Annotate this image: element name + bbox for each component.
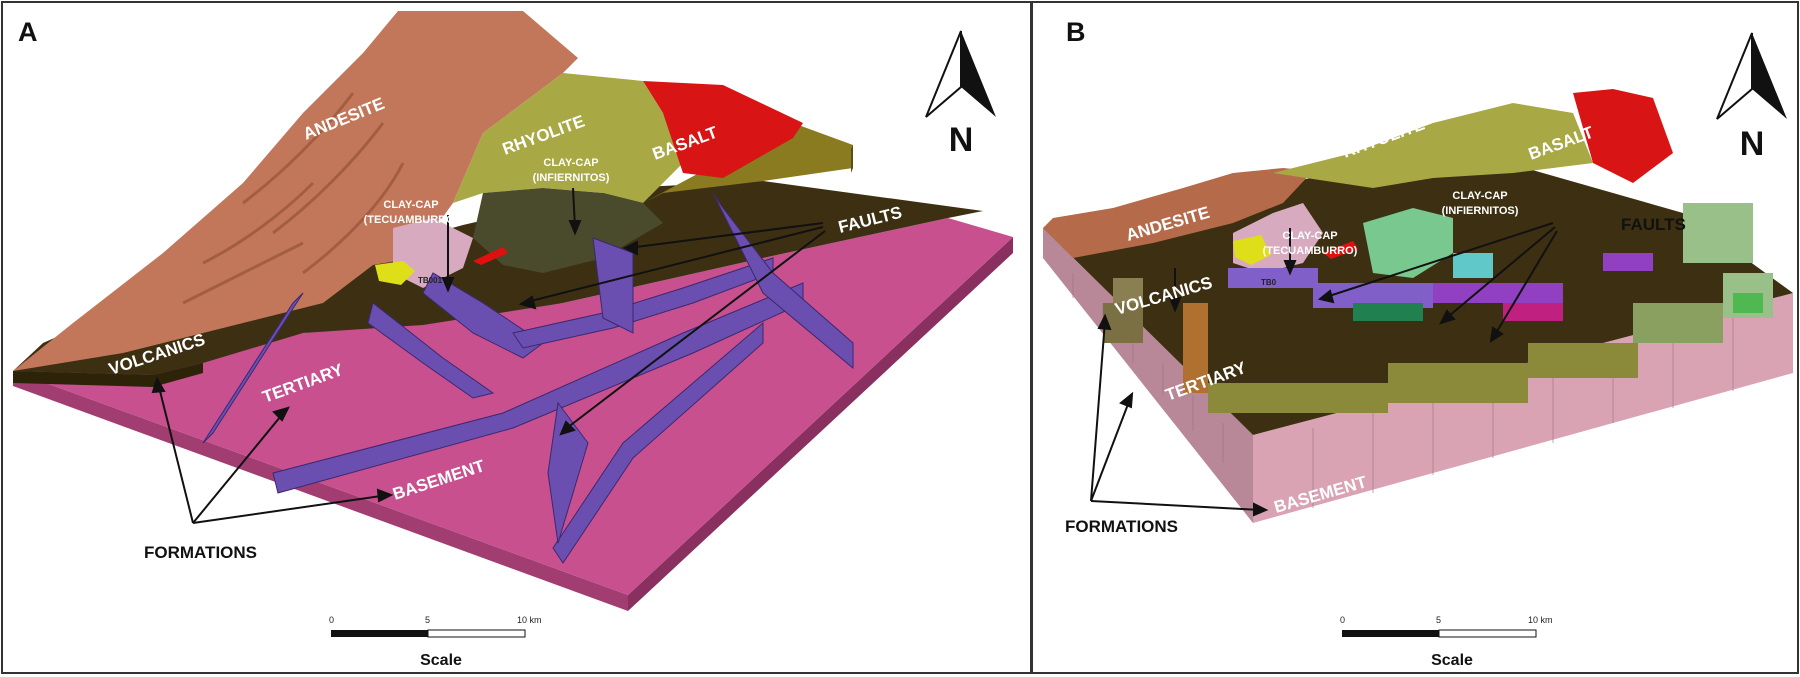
scale-tick-5: 5 [1436, 615, 1441, 625]
voxel-block [1208, 383, 1388, 413]
panel-a-scene: ANDESITE RHYOLITE BASALT VOLCANICS TERTI… [13, 11, 1013, 669]
fault-plane [367, 302, 495, 399]
scale-bar [1342, 629, 1537, 638]
label-claycap-tecuamburro: CLAY-CAP [1282, 230, 1337, 242]
andesite-ridges [182, 92, 405, 305]
label-faults: FAULTS [1621, 215, 1686, 234]
volcanics-surface [13, 181, 983, 375]
voxel-block [1103, 303, 1143, 343]
basement-front-face [13, 371, 628, 611]
panel-letter: B [1066, 17, 1086, 47]
scale-tick-10: 10 km [1528, 615, 1553, 625]
panel-letter: A [18, 17, 38, 47]
claycap-infiernitos-zone [1363, 208, 1453, 278]
annotation-arrows [151, 187, 826, 524]
label-claycap-infiernitos: CLAY-CAP [543, 157, 598, 169]
north-label: N [1740, 125, 1765, 163]
label-well: TB001 [418, 276, 443, 285]
red-marker [1323, 241, 1358, 259]
andesite-surface [13, 11, 578, 371]
voxel-block [1228, 268, 1318, 288]
fault-plane [592, 237, 634, 334]
label-claycap-tecuamburro-sub: (TECUAMBURRO) [364, 214, 459, 226]
scale-title: Scale [1431, 652, 1473, 669]
fault-plane [712, 192, 854, 370]
yellow-cap [1233, 235, 1271, 265]
basement-front-face [1043, 228, 1253, 523]
label-claycap-tecuamburro: CLAY-CAP [383, 199, 438, 211]
basalt-surface [1573, 89, 1673, 183]
label-claycap-infiernitos-sub: (INFIERNITOS) [533, 172, 610, 184]
terrace-side [851, 145, 853, 173]
label-formations: FORMATIONS [1065, 517, 1178, 536]
label-claycap-infiernitos-sub: (INFIERNITOS) [1442, 205, 1519, 217]
voxel-block [1183, 303, 1208, 393]
scale-tick-0: 0 [329, 615, 334, 625]
voxel-block [1503, 303, 1563, 321]
label-formations: FORMATIONS [144, 543, 257, 562]
voxel-block [1633, 303, 1723, 343]
label-claycap-infiernitos: CLAY-CAP [1452, 190, 1507, 202]
fault-planes [202, 192, 854, 564]
voxel-block [1603, 253, 1653, 271]
voxel-block [1683, 203, 1753, 263]
panel-a: ANDESITE RHYOLITE BASALT VOLCANICS TERTI… [1, 1, 1032, 674]
voxel-block [1733, 293, 1763, 313]
annotation-arrows [1090, 222, 1558, 517]
scale-tick-10: 10 km [517, 615, 542, 625]
fault-plane [552, 321, 764, 564]
north-arrow-icon [1716, 32, 1787, 120]
voxel-block [1353, 303, 1423, 321]
rhyolite-surface [453, 73, 683, 203]
basement-right-face [1253, 293, 1793, 523]
scale-title: Scale [420, 652, 462, 669]
scale-tick-0: 0 [1340, 615, 1345, 625]
fault-plane [547, 401, 589, 544]
andesite-surface [1043, 168, 1313, 258]
yellow-cap [375, 261, 415, 285]
north-arrow-icon [925, 30, 996, 118]
voxel-block [1388, 363, 1528, 403]
label-well: TB0 [1261, 278, 1277, 287]
voxel-blocks [1103, 203, 1773, 413]
rhyolite-surface [1273, 103, 1593, 188]
basalt-surface [643, 81, 803, 178]
voxel-block [1528, 343, 1638, 378]
scale-tick-5: 5 [425, 615, 430, 625]
label-claycap-tecuamburro-sub: (TECUAMBURRO) [1263, 245, 1358, 257]
voxel-block [1453, 253, 1493, 278]
basement-right-face [628, 237, 1013, 611]
panel-b-scene: ANDESITE RHYOLITE BASALT VOLCANICS TERTI… [1043, 17, 1793, 669]
fault-plane [202, 292, 304, 444]
claycap-infiernitos-zone [473, 188, 663, 273]
scale-bar [331, 629, 526, 638]
red-marker [473, 247, 508, 265]
voxel-block [1113, 278, 1143, 303]
voxel-block [1433, 283, 1563, 303]
panel-b: ANDESITE RHYOLITE BASALT VOLCANICS TERTI… [1031, 1, 1799, 674]
north-label: N [949, 121, 974, 159]
